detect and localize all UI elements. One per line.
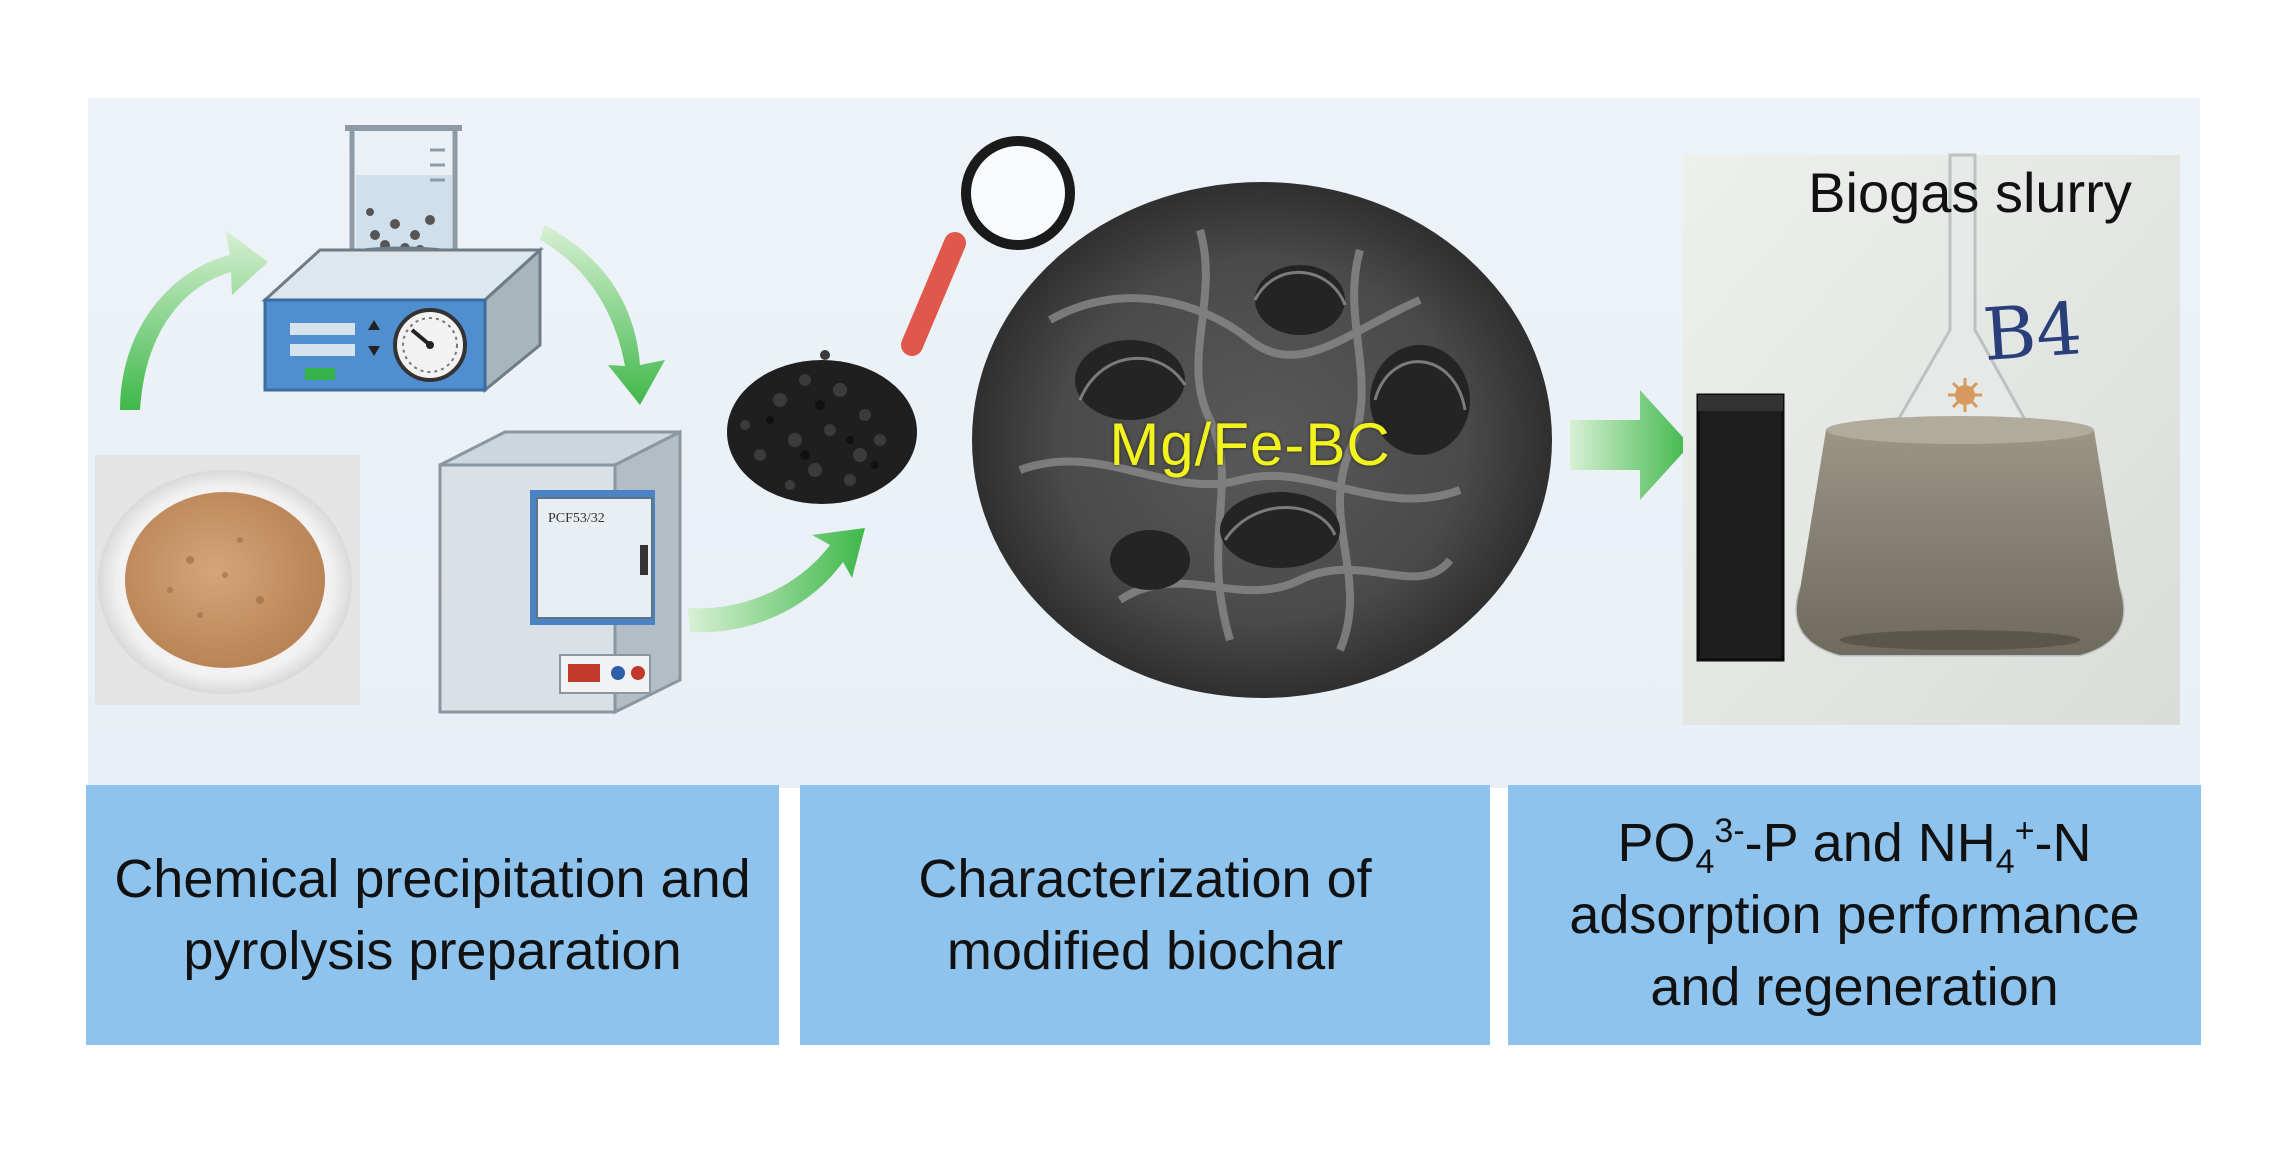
- sem-material-label: Mg/Fe-BC: [1109, 411, 1391, 478]
- beaker-icon: [345, 125, 462, 265]
- magnetic-stirrer-icon: [261, 246, 544, 394]
- step-adsorption-line-3: and regeneration: [1650, 957, 2059, 1017]
- arrow-to-furnace-icon: [540, 225, 665, 405]
- sem-image: [972, 182, 1552, 698]
- step-preparation-line-1: Chemical precipitation and: [114, 849, 751, 909]
- step-adsorption-box: PO43--P and NH4+-N adsorption performanc…: [1508, 785, 2201, 1045]
- step-preparation-line-2: pyrolysis preparation: [183, 921, 682, 981]
- step-characterization-line-1: Characterization of: [918, 849, 1372, 909]
- biogas-slurry-photo: B4: [1683, 153, 2180, 725]
- step-characterization-box: Characterization of modified biochar: [800, 785, 1490, 1045]
- muffle-furnace-icon: PCF53/32: [438, 429, 682, 715]
- biogas-slurry-label: Biogas slurry: [1808, 161, 2132, 224]
- arrow-to-biochar-icon: [688, 528, 865, 633]
- step-preparation-box: Chemical precipitation and pyrolysis pre…: [86, 785, 779, 1045]
- biochar-pile-icon: [727, 350, 917, 504]
- arrow-to-slurry-icon: [1570, 390, 1690, 500]
- step-adsorption-line-2: adsorption performance: [1569, 885, 2140, 945]
- biomass-powder-photo: [95, 455, 360, 705]
- arrow-to-stirrer-icon: [120, 230, 268, 410]
- magnifier-icon: [901, 136, 1075, 356]
- step-characterization-line-2: modified biochar: [946, 921, 1344, 981]
- flask-mark: B4: [1980, 286, 2084, 377]
- step-adsorption-line-1: PO43--P and NH4+-N: [1617, 812, 2092, 881]
- furnace-model-label: PCF53/32: [548, 511, 605, 526]
